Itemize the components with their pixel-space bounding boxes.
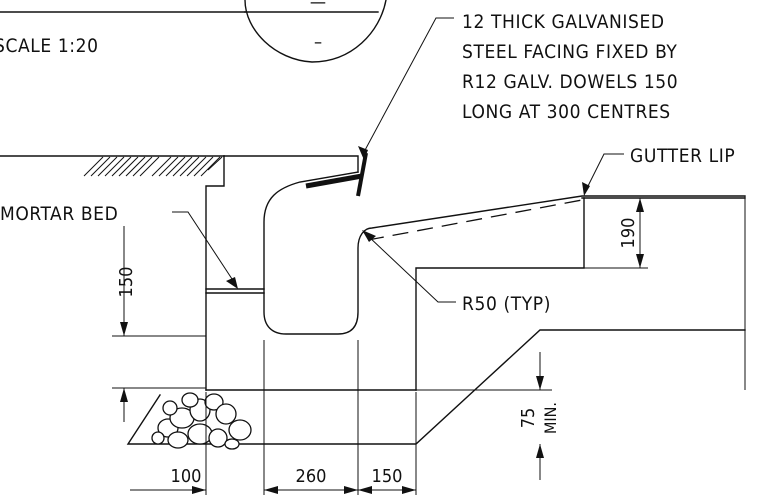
facing-note-line-4: LONG AT 300 CENTRES [462,101,671,123]
gutter-lip-note: GUTTER LIP [582,145,735,196]
section-bar: — [310,0,326,13]
title-block: — – SCALE 1:20 [0,0,387,63]
kerb-section [205,155,746,391]
scale-label: SCALE 1:20 [0,35,99,57]
dim-lip-height: 190 [584,198,648,269]
dim-mortar-height: 150 [112,226,206,422]
dim-mortar-height-value: 150 [116,267,137,298]
dim-bottom-widths: 100 260 150 [130,340,417,495]
dim-lip-height-value: 190 [618,218,639,249]
dim-width-left: 100 [171,466,202,487]
section-dash: – [314,32,322,53]
natural-ground [0,155,225,177]
steel-facing [305,152,368,197]
facing-note-line-2: STEEL FACING FIXED BY [462,41,677,63]
dim-base-depth: 75 MIN. [416,352,560,480]
mortar-bed-note: MORTAR BED [0,203,238,289]
facing-note-line-1: 12 THICK GALVANISED [462,11,665,33]
dim-width-centre: 260 [296,466,327,487]
facing-note: 12 THICK GALVANISED STEEL FACING FIXED B… [358,11,678,160]
mortar-bed-label: MORTAR BED [0,203,118,225]
dim-width-right: 150 [372,466,403,487]
radius-note: R50 (TYP) [362,230,551,315]
gutter-lip-label: GUTTER LIP [630,145,735,167]
radius-label: R50 (TYP) [462,293,551,315]
dim-base-min: MIN. [541,402,560,434]
facing-note-line-3: R12 GALV. DOWELS 150 [462,71,678,93]
dim-base-depth-value: 75 [518,408,539,429]
